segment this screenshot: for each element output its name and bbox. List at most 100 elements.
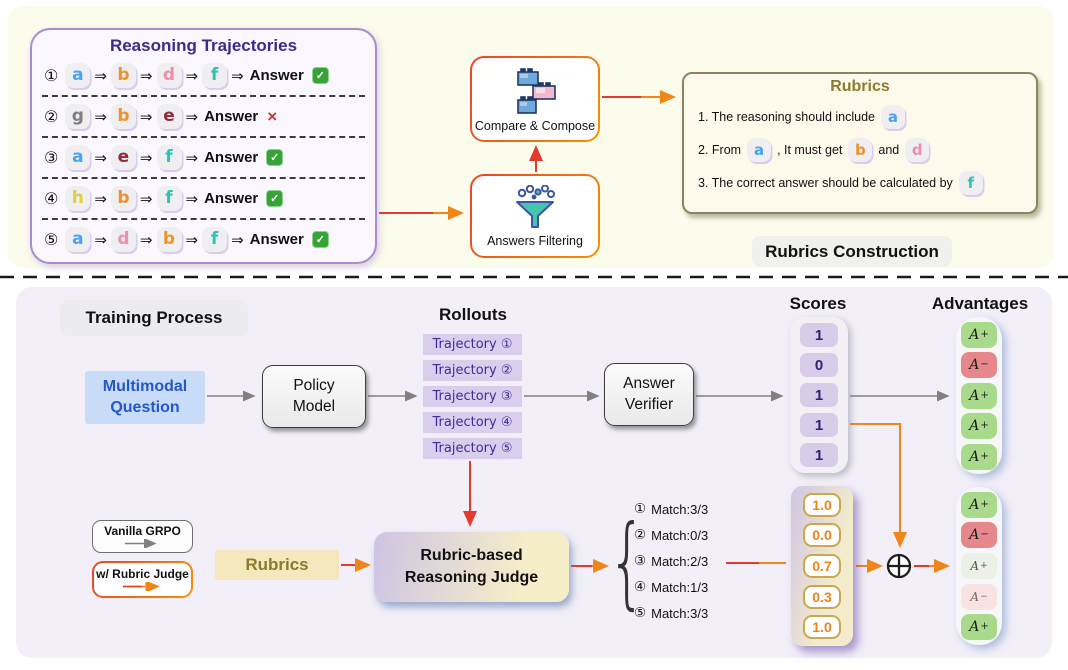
rollout-trajectory: Trajectory ④ [423, 412, 522, 433]
legend-vanilla-label: Vanilla GRPO [104, 524, 181, 539]
answers-filtering-box: Answers Filtering [470, 174, 600, 258]
rubric-score-value: 1.0 [803, 615, 841, 640]
step-arrow-icon: ⇒ [185, 66, 199, 85]
score-value: 1 [800, 383, 838, 407]
reasoning-step-chip: f [958, 171, 983, 195]
step-arrow-icon: ⇒ [139, 189, 153, 208]
reasoning-step-chip: f [202, 63, 228, 88]
reasoning-step-chip: e [156, 104, 182, 129]
rollout-trajectory: Trajectory ① [423, 334, 522, 355]
step-arrow-icon: ⇒ [94, 66, 107, 85]
policy-line1: Policy [293, 376, 335, 394]
judge-line2: Reasoning Judge [404, 569, 539, 586]
reasoning-step-chip: a [65, 63, 91, 88]
answer-label: Answer [249, 67, 304, 84]
match-text: Match:3/3 [651, 501, 709, 517]
trajectory-number: ③ [44, 148, 59, 167]
trajectory-number: ① [44, 66, 59, 85]
legend-rubric-judge: w/ Rubric Judge [92, 561, 193, 598]
reasoning-step-chip: f [156, 145, 182, 170]
circled-plus-icon [886, 553, 912, 579]
score-value: 0 [800, 353, 838, 377]
reasoning-step-chip: b [110, 104, 136, 129]
reasoning-step-chip: a [747, 138, 772, 162]
legend-vanilla-grpo: Vanilla GRPO [92, 520, 193, 553]
match-text: Match:0/3 [651, 527, 709, 543]
step-arrow-icon: ⇒ [231, 230, 244, 249]
rubric-score-value: 1.0 [803, 492, 841, 517]
cross-icon: × [267, 107, 278, 126]
funnel-icon [516, 184, 555, 228]
rubric-item: 3. The correct answer should be calculat… [698, 171, 1036, 195]
advantage-value: A+ [961, 614, 997, 641]
step-arrow-icon: ⇒ [94, 148, 107, 167]
match-number: ④ [634, 579, 647, 595]
policy-model-box: Policy Model [262, 365, 366, 428]
training-process-label: Training Process [60, 300, 248, 336]
rollout-trajectory: Trajectory ⑤ [423, 438, 522, 459]
rollout-trajectory: Trajectory ② [423, 360, 522, 381]
match-number: ① [634, 501, 647, 517]
advantage-value: A+ [961, 443, 997, 470]
step-arrow-icon: ⇒ [94, 230, 107, 249]
match-text: Match:3/3 [651, 605, 709, 621]
advantages-column-grpo: A+A−A+A+A+ [956, 317, 1002, 474]
legend-rubric-label: w/ Rubric Judge [96, 567, 189, 582]
rubrics-input-label: Rubrics [215, 550, 339, 580]
reasoning-step-chip: a [65, 227, 91, 252]
trajectories-title: Reasoning Trajectories [109, 36, 298, 55]
step-arrow-icon: ⇒ [185, 107, 199, 126]
advantage-value: A+ [961, 382, 997, 409]
reasoning-step-chip: b [110, 186, 136, 211]
orange-arrow-icon [122, 581, 160, 591]
answer-verifier-box: Answer Verifier [604, 363, 694, 426]
trajectory-number: ④ [44, 189, 59, 208]
multimodal-line1: Multimodal [102, 377, 188, 395]
advantage-value: A+ [961, 413, 997, 439]
reasoning-step-chip: d [110, 227, 136, 252]
reasoning-step-chip: b [110, 63, 136, 88]
answer-label: Answer [249, 231, 304, 248]
judge-line1: Rubric-based [420, 546, 523, 564]
compare-compose-box: Compare & Compose [470, 56, 600, 142]
reasoning-step-chip: a [65, 145, 91, 170]
rubrics-title: Rubrics [830, 78, 890, 95]
trajectory-number: ⑤ [44, 230, 59, 249]
step-arrow-icon: ⇒ [185, 148, 199, 167]
advantage-value: A+ [961, 491, 997, 518]
check-icon: ✓ [266, 190, 284, 207]
advantage-value: A− [961, 583, 997, 610]
rubric-score-value: 0.0 [803, 523, 841, 548]
check-icon: ✓ [266, 149, 284, 166]
step-arrow-icon: ⇒ [139, 66, 153, 85]
rubric-text: 3. The correct answer should be calculat… [698, 176, 953, 190]
verifier-line1: Answer [623, 374, 675, 392]
policy-line2: Model [292, 397, 336, 415]
answer-label: Answer [204, 190, 259, 207]
advantage-value: A− [961, 522, 997, 549]
rubric-score-value: 0.3 [803, 584, 841, 609]
score-value: 1 [800, 443, 838, 467]
reasoning-step-chip: f [156, 186, 182, 211]
step-arrow-icon: ⇒ [94, 189, 107, 208]
step-arrow-icon: ⇒ [139, 107, 153, 126]
advantage-value: A+ [961, 552, 997, 579]
step-arrow-icon: ⇒ [231, 66, 244, 85]
score-value: 1 [800, 413, 838, 437]
reasoning-step-chip: a [880, 105, 905, 129]
reasoning-step-chip: e [110, 145, 136, 170]
